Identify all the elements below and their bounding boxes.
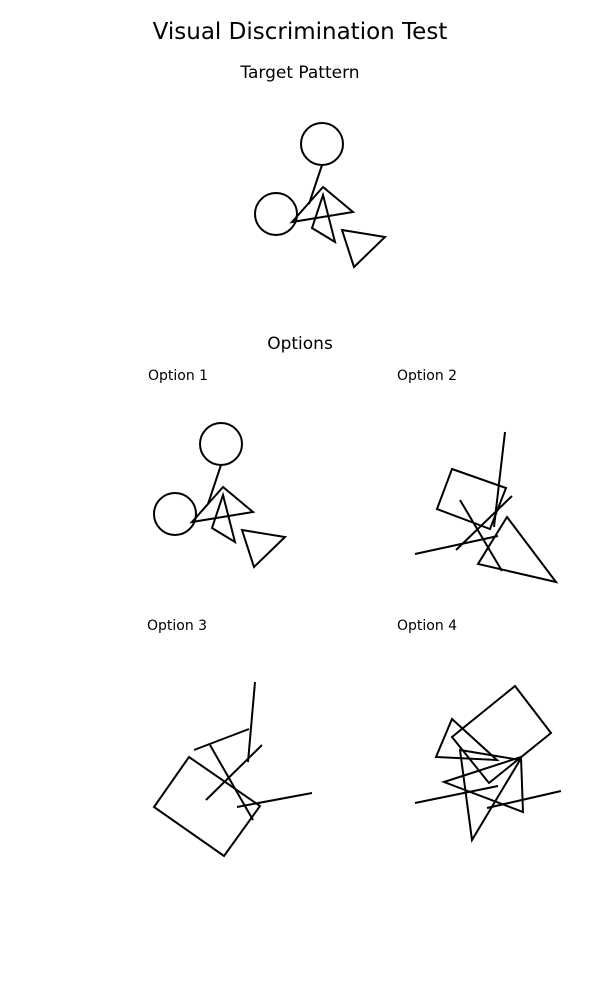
option-3-pattern[interactable]	[152, 681, 313, 858]
option-1-connector-line	[207, 464, 222, 505]
option-3-line-horizontal	[236, 792, 313, 808]
option-2-pattern[interactable]	[414, 431, 559, 584]
target-pattern	[254, 122, 388, 269]
target-circle-left	[254, 192, 298, 236]
option-2-line-cross	[455, 495, 513, 551]
option-2-line-horizontal	[414, 535, 499, 555]
option-2-triangle	[476, 515, 559, 584]
target-triangle-3	[340, 228, 388, 269]
option-4-triangle-small	[434, 717, 500, 762]
option-1-triangle-3	[240, 528, 288, 569]
option-1-circle-left	[153, 492, 197, 536]
target-triangle-2	[310, 191, 337, 245]
option-1-pattern[interactable]	[153, 422, 288, 569]
options-heading: Options	[267, 334, 333, 354]
page-title: Visual Discrimination Test	[152, 19, 448, 45]
target-triangle-1	[289, 185, 356, 224]
option-4-triangle-right	[440, 755, 525, 814]
target-connector-line	[308, 164, 323, 205]
option-3-line-diagonal	[209, 744, 254, 821]
option-3-line-vertical	[247, 681, 256, 763]
target-pattern-label: Target Pattern	[240, 63, 360, 83]
option-3-line-short	[193, 728, 250, 751]
option-4-line-right	[486, 790, 562, 809]
option-3-label: Option 3	[147, 618, 208, 634]
option-4-pattern[interactable]	[414, 684, 562, 843]
option-2-rectangle	[435, 467, 508, 531]
option-4-triangle-tall	[458, 748, 522, 843]
option-1-triangle-2	[210, 491, 237, 545]
option-1-circle-top	[199, 422, 243, 466]
option-4-rectangle	[450, 684, 553, 785]
option-2-line-diagonal	[459, 499, 503, 572]
option-1-label: Option 1	[148, 368, 209, 384]
option-3-line-cross	[205, 744, 263, 801]
option-2-label: Option 2	[397, 368, 458, 384]
option-4-line-left	[414, 785, 499, 804]
option-4-label: Option 4	[397, 618, 458, 634]
target-circle-top	[300, 122, 344, 166]
option-1-triangle-1	[189, 485, 256, 524]
